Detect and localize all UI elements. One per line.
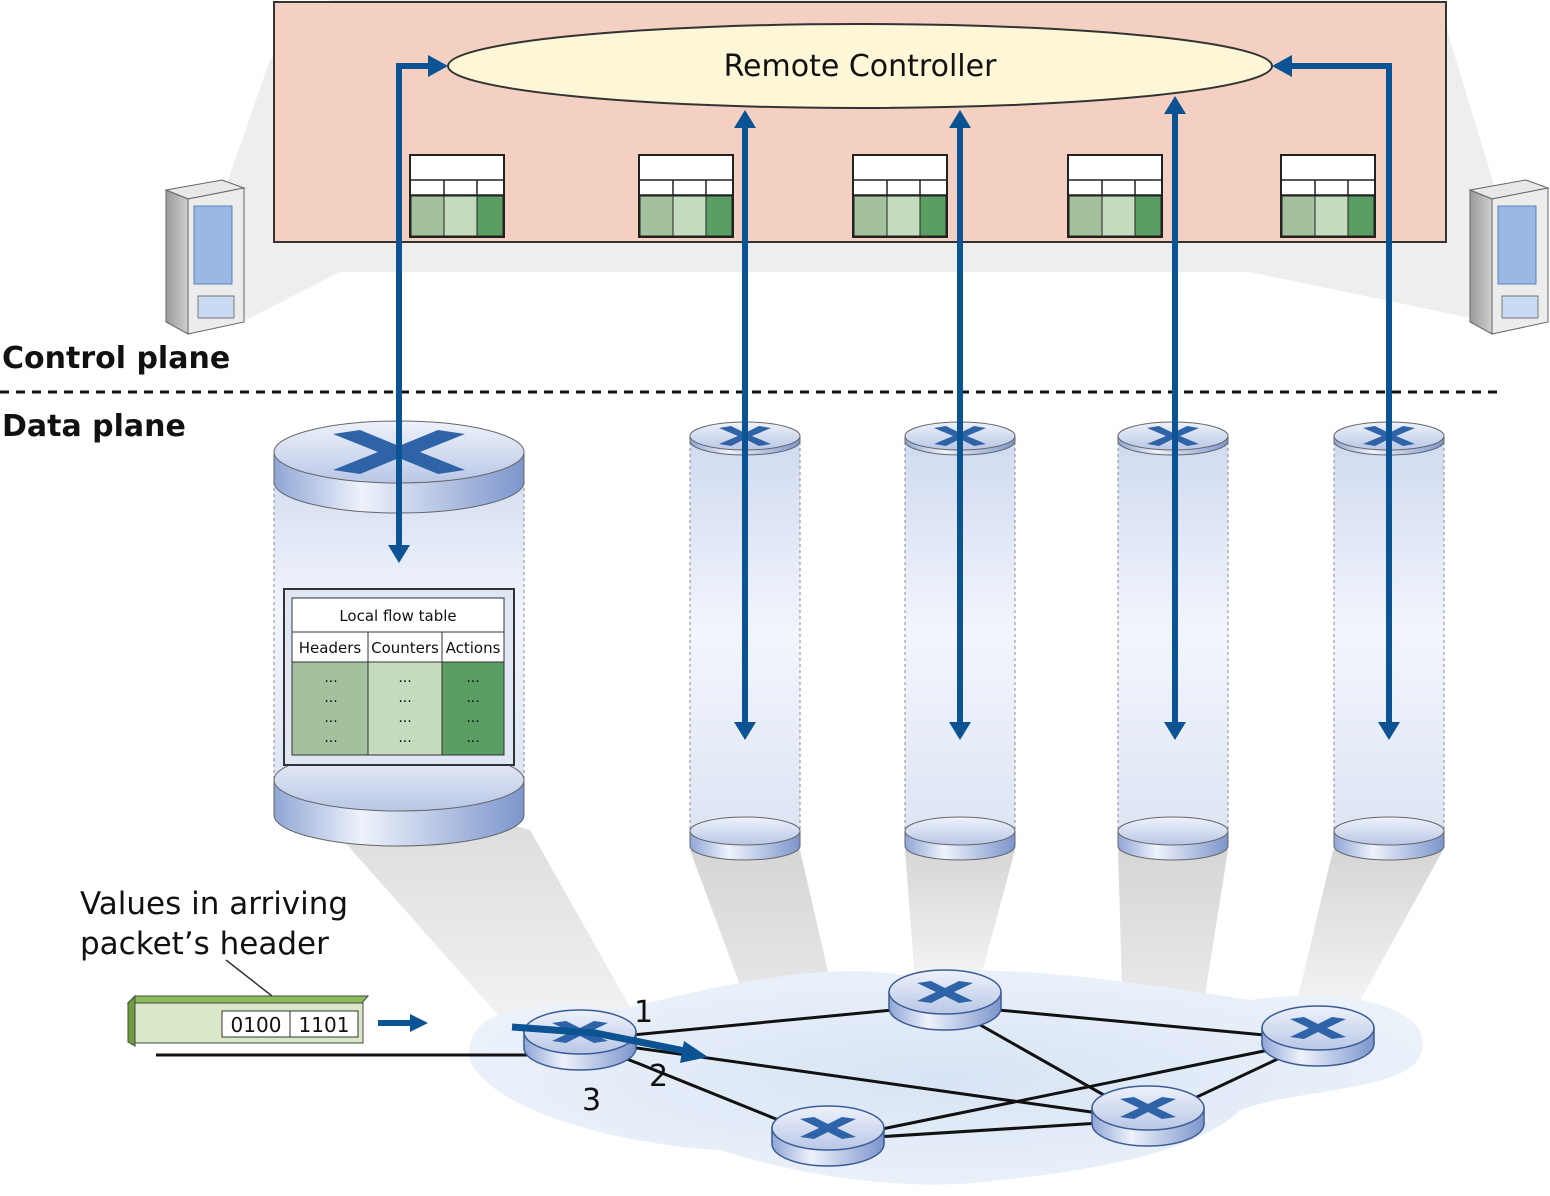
flow-table-cell: ... (466, 690, 479, 706)
flow-table-cell: ... (324, 710, 337, 726)
column-actions: Actions (446, 639, 501, 657)
control-plane-label: Control plane (2, 341, 230, 376)
arriving-packet: 0100 1101 (126, 994, 370, 1047)
flow-table-cell: ... (324, 670, 337, 686)
network-router-4[interactable] (1091, 1085, 1205, 1147)
server-left-icon (164, 179, 246, 335)
server-right-icon (1468, 179, 1550, 335)
forwarding-arrow-icon (511, 1023, 708, 1063)
control-arrow-4-icon (1164, 96, 1186, 740)
controller-flow-table-5 (1280, 154, 1376, 238)
controller-flow-table-1 (409, 154, 505, 238)
network-router-5[interactable] (771, 1105, 885, 1167)
flow-table-cell: ... (398, 710, 411, 726)
router-icon (1120, 1097, 1176, 1119)
port-label-1: 1 (634, 995, 653, 1030)
column-headers: Headers (299, 639, 362, 657)
network-router-3[interactable] (1261, 1005, 1375, 1067)
column-counters: Counters (371, 639, 439, 657)
local-flow-table: Local flow table Headers Counters Action… (283, 588, 515, 766)
port-label-2: 2 (649, 1059, 668, 1094)
flow-table-cell: ... (398, 670, 411, 686)
flow-table-cell: ... (466, 710, 479, 726)
data-plane-label: Data plane (2, 409, 186, 444)
packet-field-2: 1101 (299, 1013, 350, 1037)
router-icon (1290, 1017, 1346, 1039)
network-router-2[interactable] (888, 969, 1002, 1031)
flow-table-cell: ... (324, 730, 337, 746)
switch-cylinder-4 (1333, 421, 1445, 861)
switch-cylinder-2 (904, 421, 1016, 861)
router-icon (800, 1117, 856, 1139)
control-arrow-3-icon (949, 110, 971, 740)
packet-caption-line1: Values in arriving (80, 886, 348, 922)
controller-flow-table-3 (852, 154, 948, 238)
port-label-3: 3 (582, 1083, 601, 1118)
router-icon (917, 981, 973, 1003)
controller-flow-table-2 (638, 154, 734, 238)
controller-flow-table-4 (1067, 154, 1163, 238)
flow-table-cell: ... (324, 690, 337, 706)
packet-field-1: 0100 (231, 1013, 282, 1037)
control-arrow-5-icon (1272, 55, 1400, 740)
packet-caption-line2: packet’s header (80, 926, 329, 962)
flow-table-title: Local flow table (339, 607, 456, 625)
packet-arrow-icon (378, 1014, 428, 1032)
leader-line (225, 959, 273, 997)
control-arrow-1-icon (388, 55, 448, 563)
flow-table-cell: ... (466, 730, 479, 746)
flow-table-cell: ... (466, 670, 479, 686)
control-arrow-2-icon (734, 110, 756, 740)
flow-table-cell: ... (398, 690, 411, 706)
flow-table-cell: ... (398, 730, 411, 746)
remote-controller-label: Remote Controller (724, 49, 998, 84)
